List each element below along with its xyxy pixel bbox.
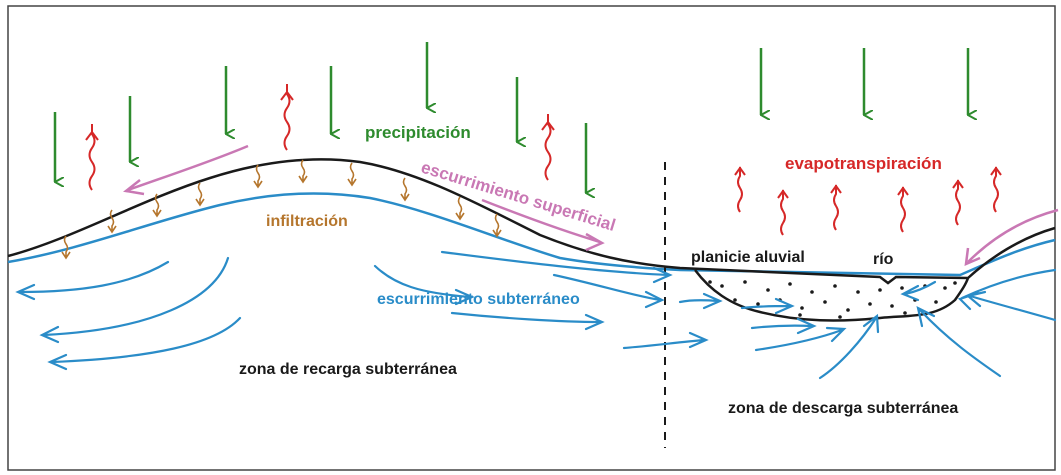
evapotranspiration-arrow-icon bbox=[777, 189, 789, 236]
infiltration-arrow-icon bbox=[455, 196, 465, 221]
groundwater-arrow-icon bbox=[450, 311, 605, 331]
surface-runoff-arrows bbox=[123, 144, 1059, 267]
groundwater-arrow-icon bbox=[552, 273, 665, 309]
evapotranspiration-arrow-icon bbox=[952, 179, 964, 226]
groundwater-arrow-icon bbox=[740, 297, 795, 315]
evapotranspiration-arrow-icon bbox=[85, 124, 99, 191]
aquifer-sediment-dots bbox=[708, 280, 957, 319]
ground-surface-line bbox=[7, 158, 1056, 285]
label-floodplain: planicie aluvial bbox=[691, 249, 805, 266]
groundwater-arrow-icon bbox=[39, 256, 230, 344]
evapotranspiration-arrow-icon bbox=[541, 114, 555, 181]
evapotranspiration-arrow-icon bbox=[734, 166, 746, 213]
infiltration-arrow-icon bbox=[492, 213, 502, 238]
evapotranspiration-arrow-icon bbox=[990, 166, 1002, 213]
label-discharge-zone: zona de descarga subterránea bbox=[728, 400, 958, 417]
groundwater-arrow-icon bbox=[373, 264, 475, 306]
evapotranspiration-arrow-icon bbox=[830, 184, 842, 231]
label-groundwater-flow: escurrimiento subterráneo bbox=[377, 291, 580, 308]
surface-runoff-arrow-icon bbox=[481, 198, 605, 252]
precipitation-arrows bbox=[53, 42, 968, 193]
infiltration-arrows bbox=[61, 159, 502, 260]
groundwater-flow-arrows bbox=[15, 250, 1057, 380]
image-border bbox=[7, 5, 1056, 471]
water-table-line bbox=[7, 192, 1056, 277]
infiltration-arrow-icon bbox=[195, 182, 205, 207]
surface-runoff-arrow-icon bbox=[123, 144, 249, 196]
surface-runoff-arrow-icon bbox=[964, 208, 1059, 267]
infiltration-arrow-icon bbox=[400, 177, 410, 202]
label-evapotranspiration: evapotranspiración bbox=[785, 154, 942, 173]
groundwater-arrow-icon bbox=[678, 292, 723, 310]
groundwater-arrow-icon bbox=[15, 260, 170, 301]
label-precipitation: precipitación bbox=[365, 123, 471, 142]
infiltration-arrow-icon bbox=[347, 162, 357, 187]
groundwater-arrow-icon bbox=[47, 316, 242, 371]
label-infiltration: infiltración bbox=[266, 213, 348, 230]
infiltration-arrow-icon bbox=[298, 159, 308, 184]
groundwater-arrow-icon bbox=[440, 250, 673, 284]
label-river: río bbox=[873, 251, 894, 268]
groundwater-arrow-icon bbox=[750, 317, 817, 335]
evapotranspiration-arrow-icon bbox=[280, 84, 294, 151]
infiltration-arrow-icon bbox=[152, 193, 162, 218]
groundwater-arrow-icon bbox=[965, 290, 1057, 322]
infiltration-arrow-icon bbox=[107, 209, 117, 234]
groundwater-arrow-icon bbox=[900, 280, 937, 302]
evapotranspiration-arrow-icon bbox=[897, 186, 909, 233]
groundwater-arrow-icon bbox=[622, 331, 709, 350]
groundwater-arrow-icon bbox=[754, 326, 847, 352]
infiltration-arrow-icon bbox=[61, 235, 71, 260]
infiltration-arrow-icon bbox=[253, 164, 263, 189]
groundwater-arrow-icon bbox=[818, 313, 880, 380]
groundwater-arrow-icon bbox=[957, 268, 1057, 311]
label-recharge-zone: zona de recarga subterránea bbox=[239, 361, 457, 378]
groundwater-arrow-icon bbox=[916, 305, 1002, 378]
evapotranspiration-arrows bbox=[85, 84, 1002, 236]
